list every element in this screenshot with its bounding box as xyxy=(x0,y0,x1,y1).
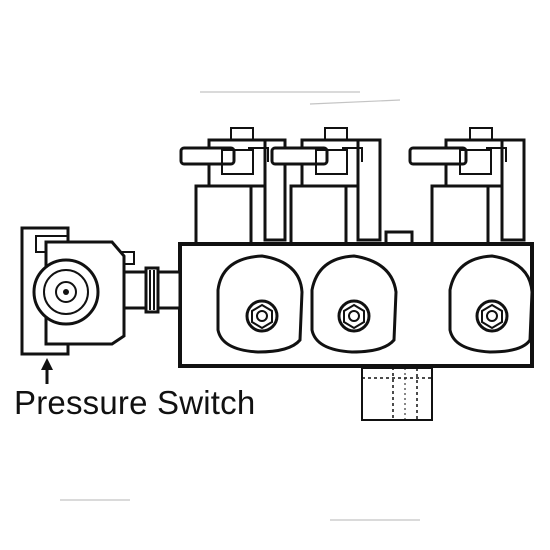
pressure-switch xyxy=(20,226,126,356)
arrow-up-icon xyxy=(41,358,53,384)
solenoid-valve-2 xyxy=(270,127,382,246)
manifold-block xyxy=(178,242,534,368)
outlet-port xyxy=(361,367,433,421)
solenoid-valve-1 xyxy=(179,127,287,246)
pressure-switch-label: Pressure Switch xyxy=(14,384,256,421)
scan-noise xyxy=(60,91,420,521)
solenoid-valve-3 xyxy=(408,127,526,246)
